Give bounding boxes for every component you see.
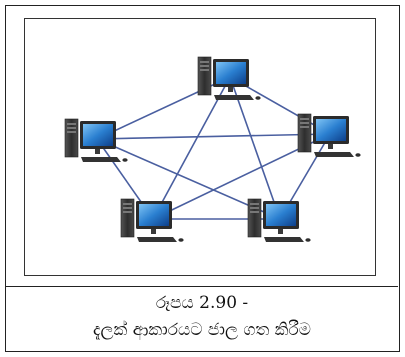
mouse [178, 238, 184, 242]
monitor-stand [151, 229, 156, 234]
monitor-screen [216, 62, 246, 84]
monitor-stand [328, 144, 333, 149]
drive-slot [67, 127, 76, 129]
drive-slot [123, 207, 132, 209]
keyboard [137, 237, 177, 242]
network-links [96, 76, 331, 220]
caption-number: රූපය 2.90 - [155, 293, 249, 313]
monitor-stand [228, 87, 233, 92]
monitor-screen [139, 204, 169, 226]
monitor-screen [83, 124, 113, 146]
mesh-network-diagram [64, 56, 361, 242]
drive-slot [200, 61, 209, 63]
diagram-area [6, 6, 398, 287]
drive-slot [250, 211, 259, 213]
computer-node-bottom-right [247, 198, 311, 242]
drive-slot [123, 203, 132, 205]
computer-node-top [197, 56, 261, 100]
computer-node-left [64, 118, 128, 162]
drive-slot [123, 211, 132, 213]
mouse [355, 153, 361, 157]
computer-node-right [297, 113, 361, 157]
caption-text: දැලක් ආකාරයට ජාල ගත කිරීම [92, 320, 312, 340]
drive-slot [200, 69, 209, 71]
keyboard [81, 157, 121, 162]
figure-frame: රූපය 2.90 - දැලක් ආකාරයට ජාල ගත කිරීම [5, 5, 400, 352]
drive-slot [67, 123, 76, 125]
monitor-screen [266, 204, 296, 226]
monitor-stand [278, 229, 283, 234]
drive-slot [250, 203, 259, 205]
mouse [305, 238, 311, 242]
network-nodes [64, 56, 361, 242]
keyboard [314, 152, 354, 157]
keyboard [214, 95, 254, 100]
drive-slot [300, 122, 309, 124]
keyboard [264, 237, 304, 242]
network-link [152, 76, 231, 220]
drive-slot [67, 131, 76, 133]
drive-slot [200, 65, 209, 67]
figure-caption: රූපය 2.90 - දැලක් ආකාරයට ජාල ගත කිරීම [6, 287, 398, 351]
monitor-screen [316, 119, 346, 141]
drive-slot [250, 207, 259, 209]
drive-slot [300, 126, 309, 128]
network-link [229, 76, 281, 220]
mouse [122, 158, 128, 162]
mouse [255, 96, 261, 100]
monitor-stand [95, 149, 100, 154]
drive-slot [300, 118, 309, 120]
diagram-box [24, 18, 376, 276]
network-link [96, 133, 331, 140]
computer-node-bottom-left [120, 198, 184, 242]
